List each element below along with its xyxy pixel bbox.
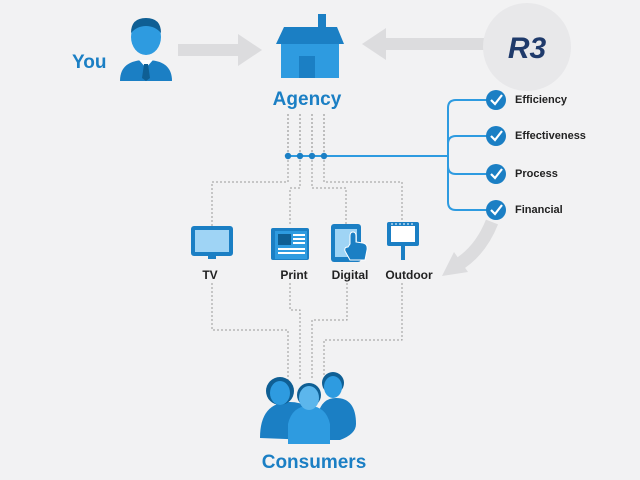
benefit-label-effectiveness: Effectiveness [515,130,586,142]
benefit-label-financial: Financial [515,204,563,216]
consumers-label: Consumers [261,452,367,473]
channel-label-tv: TV [202,268,218,282]
channel-branch-lines [211,156,403,385]
check-icon [486,126,506,146]
channel-label-print: Print [280,268,308,282]
you-to-agency-arrow [178,34,262,66]
newspaper-icon [271,228,309,260]
benefits-connector [288,99,488,211]
agency-connector-lines [287,114,325,156]
tv-icon [191,226,233,259]
house-icon [276,14,344,78]
billboard-icon [387,222,419,260]
bus-dots [284,152,328,160]
benefit-label-efficiency: Efficiency [515,94,567,106]
r3-to-agency-arrow [362,28,490,60]
r3-logo-text: R3 [508,32,547,65]
channel-label-digital: Digital [331,268,369,282]
check-icon [486,164,506,184]
person-icon [120,18,172,81]
r3-to-channels-arrow [442,219,499,276]
you-label: You [72,52,107,73]
r3-logo: R3 [483,3,571,91]
check-icon [486,200,506,220]
check-icon [486,90,506,110]
channel-label-outdoor: Outdoor [385,268,433,282]
consumers-group-icon [260,372,356,444]
agency-label: Agency [272,89,342,110]
benefit-label-process: Process [515,168,558,180]
tablet-touch-icon [331,224,368,262]
